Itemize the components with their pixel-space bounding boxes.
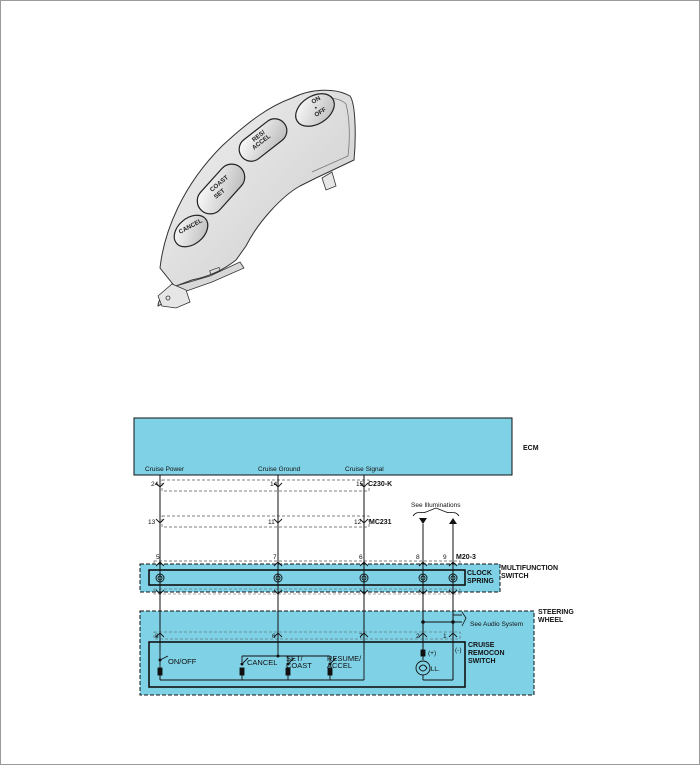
clock-spring-box bbox=[148, 569, 466, 586]
remocon-connector bbox=[153, 631, 461, 640]
see-audio-system-text: See Audio System bbox=[470, 621, 523, 628]
remocon-pin-1: 1 bbox=[443, 633, 447, 640]
switch-accel-label: ACCEL bbox=[327, 661, 352, 670]
cruise-remocon-label-1: CRUISE bbox=[468, 642, 495, 649]
clock-spring-label-1: CLOCK bbox=[467, 570, 492, 577]
steering-wheel-label-1: STEERING bbox=[538, 609, 574, 616]
illum-arrow-down bbox=[419, 518, 427, 524]
on-off-button: ON • OFF bbox=[295, 93, 335, 127]
clock-spring-lower-connector bbox=[153, 588, 461, 595]
steering-wheel-label-2: WHEEL bbox=[538, 617, 564, 624]
m20-pin-9: 9 bbox=[443, 554, 447, 561]
c230k-pin-24: 24 bbox=[151, 481, 159, 488]
signal-cruise-power: Cruise Power bbox=[145, 466, 185, 473]
cruise-switch-illustration: ON • OFF RES/ ACCEL COAST SET CANCEL bbox=[157, 89, 356, 309]
mc231-pin-11: 11 bbox=[268, 519, 275, 526]
dot-label: • bbox=[313, 105, 319, 112]
c230k-connector bbox=[161, 479, 370, 492]
c230k-label: C230-K bbox=[368, 481, 392, 488]
on-label: ON bbox=[310, 95, 322, 106]
ecm-label: ECM bbox=[523, 445, 539, 452]
multifunction-label-2: SWITCH bbox=[501, 573, 529, 580]
remocon-circuit bbox=[157, 642, 453, 681]
see-illuminations-text: See Illuminations bbox=[411, 502, 461, 509]
illum-arrow-up bbox=[449, 518, 457, 524]
signal-cruise-signal: Cruise Signal bbox=[345, 466, 384, 473]
m20-pin-5: 5 bbox=[156, 554, 160, 561]
plus-label: (+) bbox=[428, 650, 436, 657]
mc231-connector bbox=[161, 515, 370, 528]
switch-cancel-label: CANCEL bbox=[247, 658, 277, 667]
ecm-block bbox=[133, 417, 513, 476]
res-accel-button: RES/ ACCEL bbox=[238, 118, 288, 162]
switch-resume-label: RESUME/ bbox=[327, 654, 362, 663]
audio-brace bbox=[461, 611, 467, 627]
cruise-remocon-switch-box bbox=[148, 641, 466, 688]
m20-pin-8: 8 bbox=[416, 554, 420, 561]
mc231-pin-13: 13 bbox=[148, 519, 156, 526]
ill-label: ILL. bbox=[429, 666, 440, 673]
switch-set-label: SET/ bbox=[286, 654, 304, 663]
m20-pin-6: 6 bbox=[359, 554, 363, 561]
signal-cruise-ground: Cruise Ground bbox=[258, 466, 301, 473]
m20-pin-7: 7 bbox=[273, 554, 277, 561]
remocon-pin-2: 2 bbox=[416, 633, 420, 640]
m20-3-label: M20-3 bbox=[456, 554, 476, 561]
cancel-button: CANCEL bbox=[173, 214, 209, 248]
switch-coast-label: COAST bbox=[286, 661, 312, 670]
cruise-remocon-label-2: REMOCON bbox=[468, 650, 505, 657]
switch-on-off-label: ON/OFF bbox=[168, 657, 197, 666]
c230k-pin-14: 14 bbox=[270, 481, 278, 488]
c230k-pin-15: 15 bbox=[356, 481, 364, 488]
mc231-label: MC231 bbox=[369, 519, 392, 526]
cruise-remocon-label-3: SWITCH bbox=[468, 658, 496, 665]
switch-contacts bbox=[158, 654, 332, 672]
illuminations-brace bbox=[412, 507, 460, 517]
clock-spring-label-2: SPRING bbox=[467, 578, 494, 585]
mc231-pin-12: 12 bbox=[354, 519, 362, 526]
connector-chevrons bbox=[155, 482, 458, 638]
multifunction-label-1: MULTIFUNCTION bbox=[501, 565, 558, 572]
coast-set-button: COAST SET bbox=[196, 163, 246, 215]
minus-label: (-) bbox=[455, 647, 462, 654]
